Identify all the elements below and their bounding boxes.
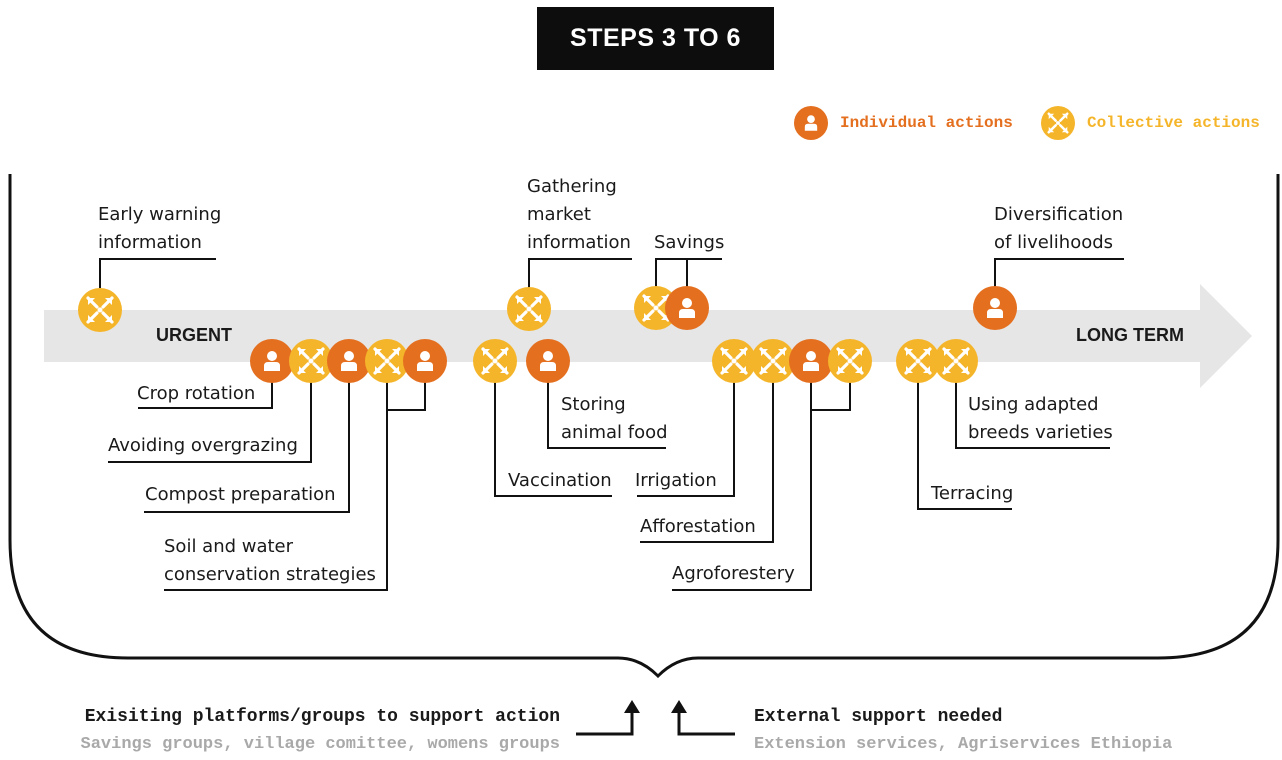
node-diversification-person-icon	[973, 286, 1017, 330]
node-savings-individual-person-icon	[665, 286, 709, 330]
node-afforestation-collective-icon	[751, 339, 795, 383]
title-banner: STEPS 3 TO 6	[537, 7, 774, 70]
external-support-sub: Extension services, Agriservices Ethiopi…	[754, 735, 1173, 754]
legend-individual-label: Individual actions	[840, 114, 1013, 132]
page-title: STEPS 3 TO 6	[570, 24, 741, 52]
leader-lines	[99, 258, 1124, 591]
legend-collective: Collective actions	[1041, 106, 1260, 140]
person-icon	[794, 106, 828, 140]
label-compost: Compost preparation	[145, 484, 336, 505]
existing-platforms-title: Exisiting platforms/groups to support ac…	[84, 707, 560, 727]
legend-collective-label: Collective actions	[1087, 114, 1260, 132]
external-support-title: External support needed	[754, 707, 1003, 727]
node-terracing-collective-icon	[896, 339, 940, 383]
node-avoiding-overgrazing-collective-icon	[289, 339, 333, 383]
label-vaccination: Vaccination	[508, 470, 612, 491]
bracket-outline	[8, 174, 1280, 679]
node-crop-rotation-person-icon	[250, 339, 294, 383]
label-terracing: Terracing	[931, 483, 1014, 504]
timeline-end-label: LONG TERM	[1076, 325, 1184, 345]
arrow-heads	[624, 700, 687, 713]
node-savings-collective-collective-icon	[634, 286, 678, 330]
node-vaccination-collective-icon	[473, 339, 517, 383]
node-soil-water-1-collective-icon	[365, 339, 409, 383]
node-storing-food-person-icon	[526, 339, 570, 383]
collective-arrows-icon	[1041, 106, 1075, 140]
node-irrigation-collective-icon	[712, 339, 756, 383]
existing-platforms-sub: Savings groups, village comittee, womens…	[80, 735, 560, 754]
node-adapted-breeds-collective-icon	[934, 339, 978, 383]
timeline-start-label: URGENT	[156, 325, 232, 345]
node-agroforestery-1-person-icon	[789, 339, 833, 383]
node-compost-person-icon	[327, 339, 371, 383]
support-arrows	[576, 712, 735, 736]
node-gathering-market-collective-icon	[507, 287, 551, 331]
label-agroforestery: Agroforestery	[672, 563, 795, 584]
label-crop-rotation: Crop rotation	[137, 383, 256, 404]
label-avoiding-overgrazing: Avoiding overgrazing	[108, 435, 298, 456]
node-agroforestery-2-collective-icon	[828, 339, 872, 383]
label-irrigation: Irrigation	[635, 470, 717, 491]
node-early-warning-collective-icon	[78, 288, 122, 332]
legend-individual: Individual actions	[794, 106, 1013, 140]
label-savings: Savings	[654, 232, 725, 253]
node-soil-water-2-person-icon	[403, 339, 447, 383]
label-afforestation: Afforestation	[640, 516, 756, 537]
